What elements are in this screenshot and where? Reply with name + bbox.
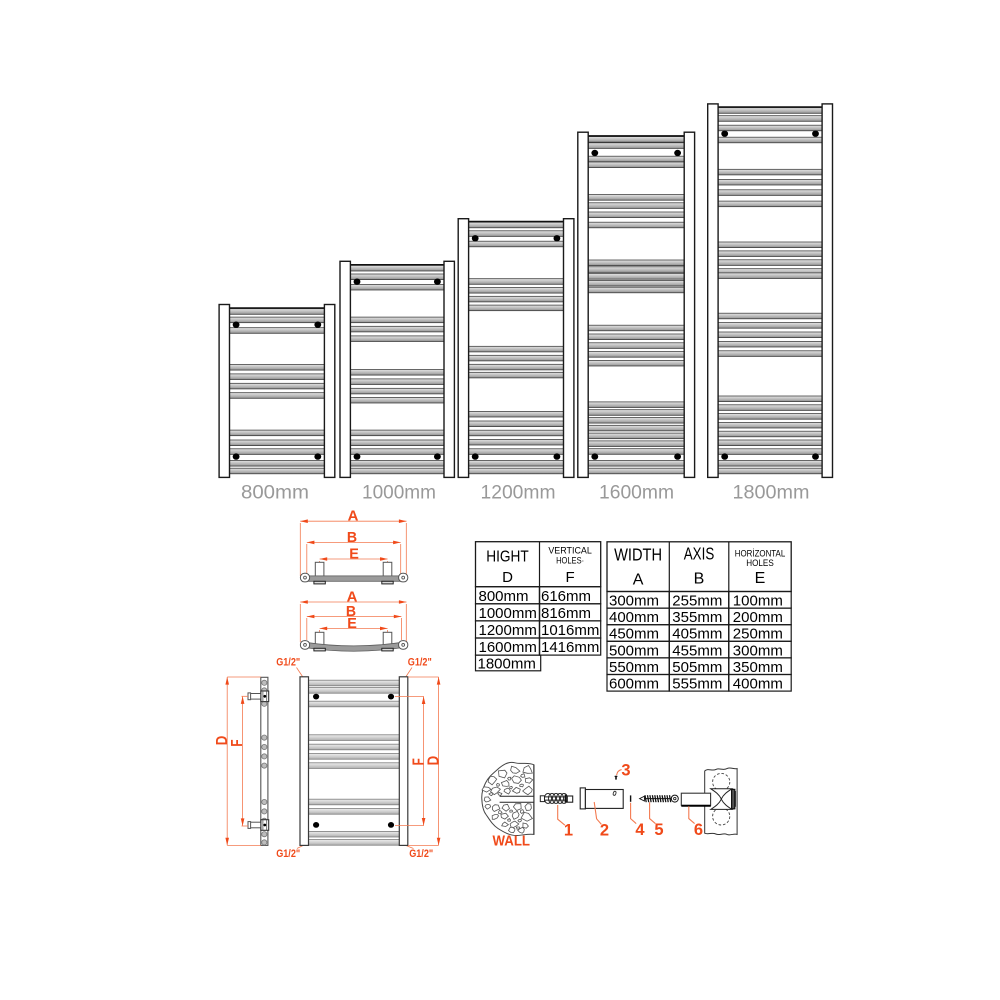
svg-text:1200mm: 1200mm	[481, 483, 556, 504]
svg-text:350mm: 350mm	[733, 659, 783, 676]
svg-text:A: A	[348, 509, 359, 525]
svg-text:616mm: 616mm	[541, 588, 591, 605]
svg-text:E: E	[349, 546, 359, 562]
svg-text:1600mm: 1600mm	[479, 639, 537, 656]
svg-text:D: D	[502, 569, 513, 586]
svg-text:450mm: 450mm	[609, 626, 659, 643]
svg-text:1200mm: 1200mm	[479, 622, 537, 639]
svg-text:405mm: 405mm	[672, 626, 722, 643]
svg-text:505mm: 505mm	[672, 659, 722, 676]
svg-text:HORİZONTAL: HORİZONTAL	[735, 548, 786, 558]
svg-text:250mm: 250mm	[733, 626, 783, 643]
svg-text:AXIS: AXIS	[684, 544, 715, 564]
svg-text:F: F	[229, 739, 246, 746]
svg-text:3: 3	[621, 762, 630, 780]
svg-text:1800mm: 1800mm	[733, 483, 810, 504]
svg-text:800mm: 800mm	[479, 588, 529, 605]
svg-text:550mm: 550mm	[609, 659, 659, 676]
svg-text:600mm: 600mm	[609, 676, 659, 693]
svg-text:1: 1	[564, 822, 573, 840]
svg-text:B: B	[347, 530, 357, 546]
svg-text:HIGHT: HIGHT	[486, 549, 529, 566]
svg-text:A: A	[347, 589, 358, 605]
svg-text:100mm: 100mm	[733, 593, 783, 610]
svg-text:D: D	[425, 756, 442, 766]
svg-text:6: 6	[694, 821, 703, 839]
svg-text:G1/2": G1/2"	[276, 657, 300, 669]
svg-text:800mm: 800mm	[241, 483, 309, 504]
svg-text:F: F	[410, 758, 427, 765]
svg-text:1800mm: 1800mm	[478, 655, 536, 672]
svg-text:G1/2": G1/2"	[276, 848, 300, 860]
svg-text:1016mm: 1016mm	[541, 622, 599, 639]
svg-text:WALL: WALL	[493, 833, 531, 850]
svg-text:300mm: 300mm	[733, 642, 783, 659]
svg-text:5: 5	[654, 821, 663, 839]
svg-text:4: 4	[635, 821, 645, 839]
svg-text:1000mm: 1000mm	[362, 483, 436, 504]
svg-text:300mm: 300mm	[609, 593, 659, 610]
svg-text:A: A	[633, 572, 644, 589]
svg-text:D: D	[214, 736, 231, 746]
svg-text:555mm: 555mm	[672, 676, 722, 693]
svg-text:355mm: 355mm	[672, 609, 722, 626]
svg-text:200mm: 200mm	[733, 609, 783, 626]
svg-text:G1/2": G1/2"	[408, 657, 432, 669]
svg-text:1416mm: 1416mm	[541, 639, 599, 656]
svg-text:816mm: 816mm	[541, 605, 591, 622]
svg-text:F: F	[566, 569, 575, 586]
svg-text:VERTICAL: VERTICAL	[548, 546, 592, 556]
svg-text:B: B	[346, 604, 356, 620]
svg-text:G1/2": G1/2"	[409, 848, 433, 860]
svg-text:2: 2	[600, 822, 609, 840]
svg-text:HOLES: HOLES	[746, 558, 774, 568]
svg-text:400mm: 400mm	[609, 609, 659, 626]
svg-text:455mm: 455mm	[672, 642, 722, 659]
svg-text:HOLES·: HOLES·	[556, 556, 584, 566]
svg-text:B: B	[694, 571, 705, 588]
svg-text:1600mm: 1600mm	[599, 483, 674, 504]
svg-text:500mm: 500mm	[609, 642, 659, 659]
svg-text:1000mm: 1000mm	[479, 605, 537, 622]
svg-text:WIDTH: WIDTH	[614, 545, 662, 565]
svg-text:E: E	[347, 616, 357, 632]
svg-text:255mm: 255mm	[672, 593, 722, 610]
svg-text:400mm: 400mm	[733, 676, 783, 693]
svg-text:E: E	[755, 570, 766, 587]
